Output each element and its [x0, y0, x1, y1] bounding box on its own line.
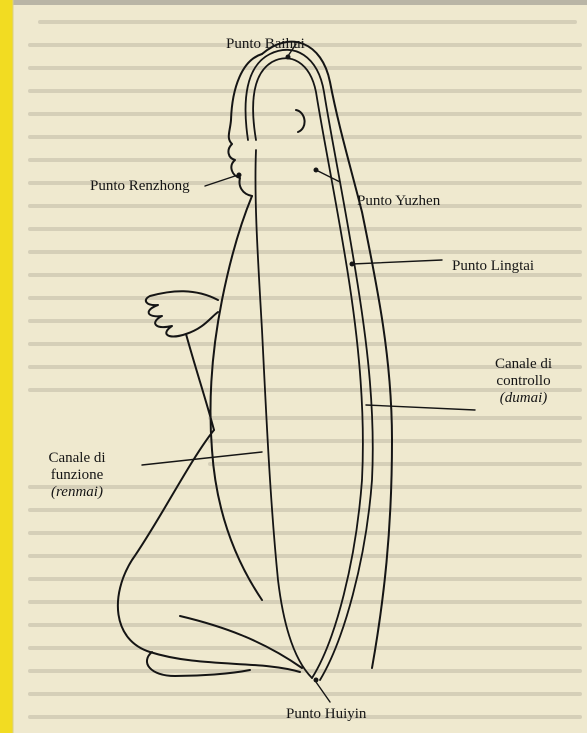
label-dumai-line1: Canale di: [476, 356, 571, 373]
label-renmai-line2: funzione: [22, 467, 132, 484]
label-canale-di-controllo: Canale di controllo (dumai): [476, 356, 571, 407]
left-yellow-strip: [0, 0, 13, 733]
marker-lingtai: [350, 262, 355, 267]
label-canale-di-funzione: Canale di funzione (renmai): [22, 450, 132, 501]
top-gray-band: [13, 0, 587, 5]
marker-yuzhen: [314, 168, 319, 173]
label-dumai-line3: (dumai): [476, 390, 571, 407]
label-punto-lingtai: Punto Lingtai: [452, 258, 534, 275]
label-renmai-line3: (renmai): [22, 484, 132, 501]
label-punto-baihui: Punto Baihui: [226, 36, 305, 53]
marker-baihui: [286, 55, 291, 60]
label-dumai-line2: controllo: [476, 373, 571, 390]
label-punto-huiyin: Punto Huiyin: [286, 706, 366, 723]
marker-huiyin: [314, 678, 319, 683]
label-punto-renzhong: Punto Renzhong: [90, 178, 190, 195]
label-renmai-line1: Canale di: [22, 450, 132, 467]
label-punto-yuzhen: Punto Yuzhen: [357, 193, 440, 210]
marker-renzhong: [237, 173, 242, 178]
